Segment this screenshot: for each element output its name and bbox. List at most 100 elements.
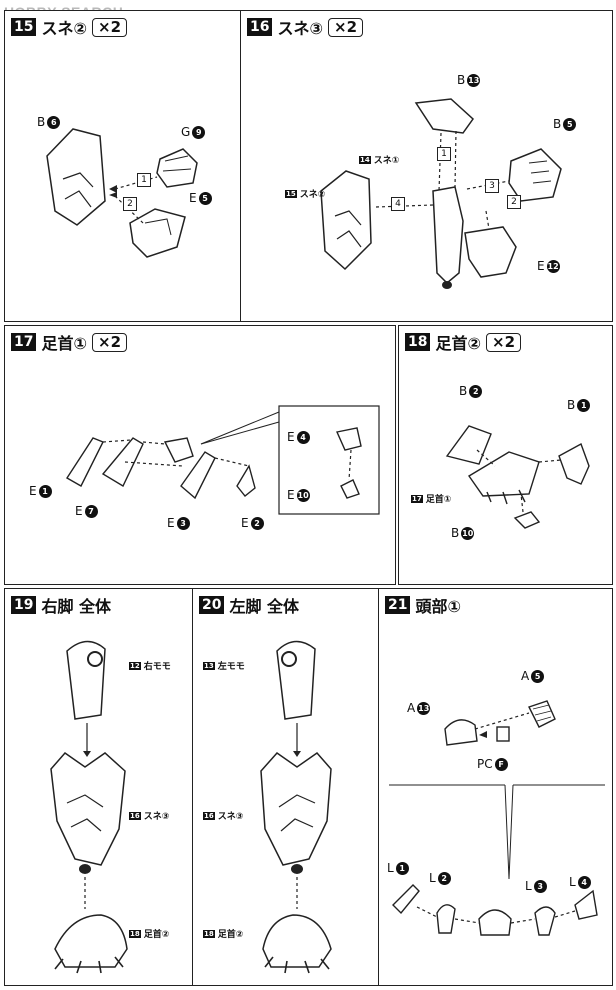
step-number: 21 [385, 596, 411, 614]
step-title: 足首② [435, 334, 482, 353]
panel-18-header: 18 足首② ×2 [405, 330, 522, 354]
joint-part [163, 437, 194, 463]
shin-armor-part [46, 128, 106, 226]
calf-part-e12 [464, 226, 517, 278]
part-e2 [236, 464, 256, 497]
panel-18-drawing [445, 425, 590, 529]
panel-20-drawing [260, 640, 332, 974]
step-number: 16 [247, 18, 273, 36]
detail-box [278, 405, 380, 515]
foot-assembly [467, 451, 540, 497]
panel-17-header: 17 足首① ×2 [11, 330, 128, 354]
step-box-1: 1 [137, 173, 151, 187]
poly-cap-f [496, 726, 510, 742]
step-box-1: 1 [437, 147, 451, 161]
step-box-4: 4 [391, 197, 405, 211]
step-title: 頭部① [415, 597, 462, 616]
step-box-2: 2 [123, 197, 137, 211]
panel-21-drawing [389, 700, 605, 936]
step-number: 20 [199, 596, 225, 614]
panel-16-drawing [320, 98, 562, 289]
thigh-part [66, 640, 106, 720]
head-part-a5 [528, 700, 556, 728]
step-title: 左脚 全体 [229, 597, 300, 616]
panel-19-header: 19 右脚 全体 [11, 593, 111, 617]
quantity-badge: ×2 [92, 17, 128, 37]
quantity-badge: ×2 [486, 332, 522, 352]
part-e10 [340, 479, 360, 499]
part-e1 [66, 437, 104, 487]
part-l2 [436, 904, 456, 934]
ankle-assembly [262, 914, 332, 968]
step-number: 15 [11, 18, 37, 36]
part-b1 [558, 442, 590, 485]
small-part-g9 [156, 148, 198, 188]
step-title: 右脚 全体 [41, 597, 112, 616]
part-e7 [101, 437, 144, 487]
panel-15-header: 15 スネ② ×2 [11, 15, 128, 39]
step-box-2: 2 [507, 195, 521, 209]
head-assembly [478, 909, 512, 936]
step-number: 19 [11, 596, 37, 614]
panel-20-header: 20 左脚 全体 [199, 593, 299, 617]
shin-core-part [432, 186, 464, 285]
part-e4 [336, 427, 362, 451]
small-part-e5 [129, 208, 186, 258]
ankle-assembly [54, 914, 128, 968]
panel-15-drawing [46, 128, 198, 258]
quantity-badge: ×2 [92, 332, 128, 352]
part-l4 [574, 889, 598, 920]
step-number: 18 [405, 333, 431, 351]
step-title: スネ② [41, 19, 88, 38]
knee-part-b13 [414, 98, 474, 134]
part-l1 [392, 884, 420, 915]
shin-armor-part [320, 170, 372, 271]
part-b2 [445, 425, 492, 465]
thigh-part [276, 640, 316, 720]
part-l3 [534, 906, 556, 936]
panel-16-header: 16 スネ③ ×2 [247, 15, 364, 39]
step-number: 17 [11, 333, 37, 351]
part-b10 [513, 511, 541, 529]
panel-19-drawing [50, 640, 128, 974]
head-part-a13 [444, 719, 478, 746]
panel-17-drawing [66, 405, 380, 515]
step-title: スネ③ [277, 19, 324, 38]
step-title: 足首① [41, 334, 88, 353]
